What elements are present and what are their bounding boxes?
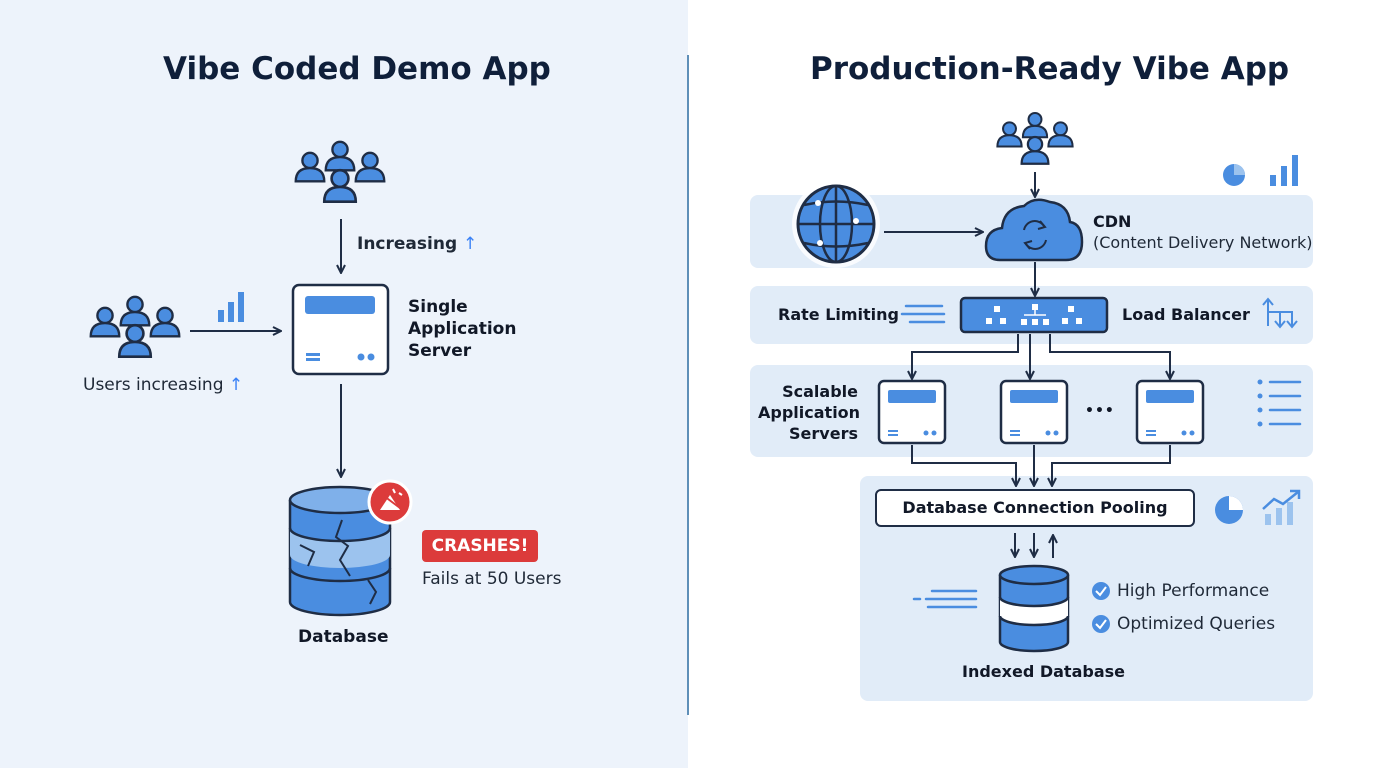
pie-chart-icon-db — [1215, 496, 1243, 524]
increasing-label: Increasing ↑ — [357, 234, 477, 254]
check-label-1: High Performance — [1117, 581, 1270, 601]
indexed-database-label: Indexed Database — [962, 662, 1125, 681]
single-server-icon — [291, 283, 390, 376]
rate-limit-icon — [900, 304, 946, 324]
servers-label-line-1: Scalable — [782, 382, 858, 401]
increasing-text: Increasing — [357, 234, 458, 254]
database-label: Database — [298, 627, 389, 647]
panel-divider — [687, 55, 689, 715]
user-group-left-icon — [91, 297, 180, 357]
users-increasing-text: Users increasing — [83, 375, 224, 395]
servers-label-line-2: Application — [758, 403, 861, 422]
server-label-line-2: Application — [408, 319, 517, 339]
more-servers-ellipsis: ••• — [1085, 403, 1115, 419]
server-label-line-1: Single — [408, 297, 468, 317]
connection-pooling-box: Database Connection Pooling — [875, 489, 1195, 527]
server-label: Single Application Server — [408, 296, 516, 362]
bar-chart-icon-top — [1270, 155, 1298, 186]
left-panel-background — [0, 0, 688, 768]
servers-to-pool-arrows — [911, 445, 1171, 485]
pool-to-db-arrows — [1015, 533, 1053, 558]
up-arrow-icon: ↑ — [463, 234, 478, 254]
servers-label: Scalable Application Servers — [758, 381, 861, 444]
split-arrows-icon — [1262, 297, 1298, 329]
right-title: Production-Ready Vibe App — [810, 51, 1290, 87]
app-server-3-icon — [1135, 379, 1205, 445]
load-balancer-icon — [959, 296, 1109, 334]
bar-chart-icon — [218, 292, 244, 322]
cdn-label: CDN — [1093, 212, 1132, 231]
user-group-prod-icon — [997, 113, 1072, 164]
alert-icon — [367, 479, 413, 525]
list-icon — [1257, 379, 1302, 427]
trend-chart-icon — [1262, 489, 1301, 525]
users-increasing-label: Users increasing ↑ — [83, 375, 243, 395]
cdn-cloud-icon — [984, 198, 1084, 262]
globe-icon — [792, 180, 880, 268]
app-server-1-icon — [877, 379, 947, 445]
app-server-2-icon — [999, 379, 1069, 445]
crash-badge: CRASHES! — [422, 530, 538, 562]
user-group-top-icon — [296, 142, 385, 202]
speed-lines-icon — [912, 589, 978, 609]
fail-note: Fails at 50 Users — [422, 569, 562, 589]
connection-pooling-label: Database Connection Pooling — [902, 498, 1168, 517]
up-arrow-icon-2: ↑ — [228, 375, 244, 395]
cdn-sub-label: (Content Delivery Network) — [1093, 233, 1313, 252]
servers-label-line-3: Servers — [789, 424, 858, 443]
server-label-line-3: Server — [408, 341, 472, 361]
check-icon-1 — [1092, 582, 1110, 600]
check-label-2: Optimized Queries — [1117, 614, 1276, 634]
load-balancer-label: Load Balancer — [1122, 305, 1250, 324]
pie-chart-icon — [1223, 164, 1245, 186]
indexed-database-icon — [998, 564, 1070, 653]
lb-to-servers-arrows — [912, 334, 1170, 378]
rate-limiting-label: Rate Limiting — [778, 305, 899, 324]
left-title: Vibe Coded Demo App — [163, 51, 551, 87]
check-icon-2 — [1092, 615, 1110, 633]
